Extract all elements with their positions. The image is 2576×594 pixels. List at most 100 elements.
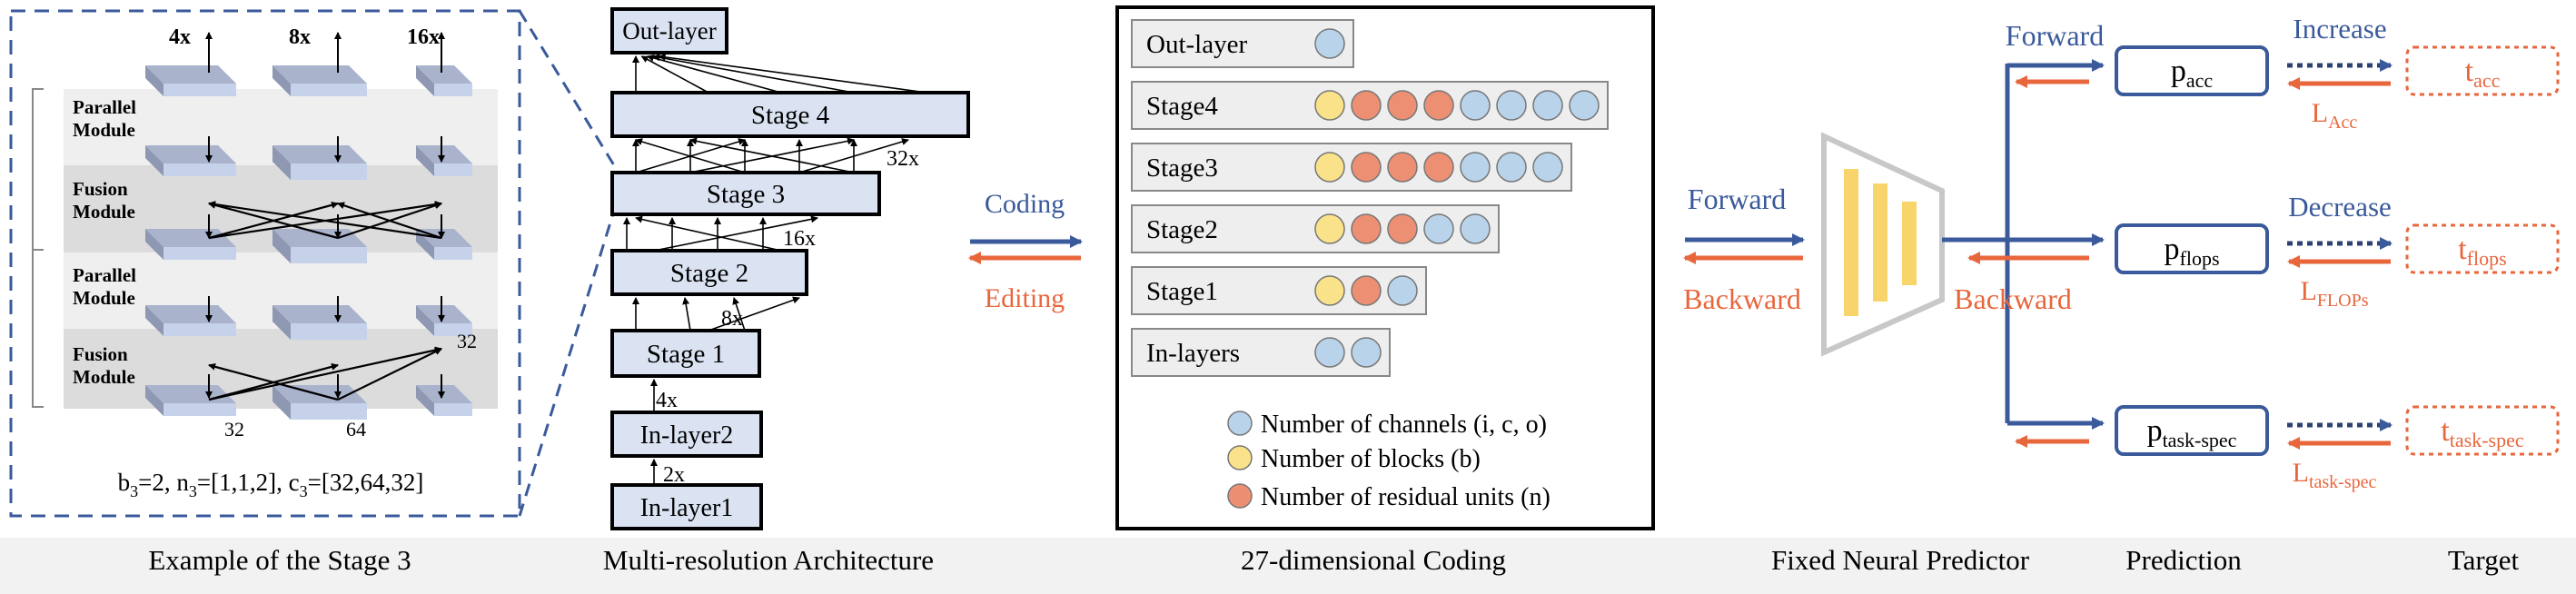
coding-row-label: Out-layer — [1146, 30, 1247, 59]
fusion-arrow — [208, 201, 442, 240]
stage3-dashed-border — [9, 9, 521, 518]
predictor-bar-2 — [1873, 183, 1887, 302]
coding-row: In-layers — [1131, 328, 1391, 377]
zoom-line-bottom — [518, 210, 616, 517]
fusion-arrow — [208, 201, 339, 240]
red-coding-dot — [1351, 213, 1382, 244]
in-layer2-label: In-layer2 — [640, 421, 734, 450]
arch-arrow — [653, 215, 818, 252]
res-label-16x: 16x — [407, 25, 440, 49]
blue-coding-dot — [1387, 275, 1418, 306]
feature-block — [272, 145, 367, 180]
coding-row: Stage4 — [1131, 81, 1609, 130]
stage3-example: 4x 8x 16x Parallel Module Fusion Module … — [9, 9, 616, 518]
forward-label: Forward — [1688, 183, 1786, 215]
legend-text: Number of residual units (n) — [1261, 483, 1551, 511]
in-layer1-label: In-layer1 — [640, 494, 734, 522]
arch-arrow — [798, 138, 909, 173]
stage2-box — [610, 249, 808, 296]
arch-arrow — [682, 297, 691, 332]
arch-arrow — [708, 296, 800, 332]
res-label-8x: 8x — [289, 25, 311, 49]
coding-row-label: Stage2 — [1146, 215, 1218, 244]
module-label-fusion-1b: Module — [73, 201, 135, 223]
red-coding-dot — [1387, 152, 1418, 183]
blue-coding-dot — [1569, 90, 1600, 121]
legend-text: Number of blocks (b) — [1261, 445, 1481, 473]
predictor-bar-1 — [1844, 169, 1858, 316]
arch-arrow — [640, 55, 709, 94]
target-box — [2405, 45, 2560, 96]
channel-label-32b: 32 — [457, 330, 477, 352]
red-legend-dot — [1227, 483, 1253, 509]
yellow-legend-dot — [1227, 445, 1253, 470]
coding-row-box — [1131, 328, 1391, 377]
stage3-formula: b3=2, n3=[1,1,2], c3=[32,64,32] — [118, 469, 424, 500]
yellow-coding-dot — [1314, 152, 1345, 183]
coding-row: Stage2 — [1131, 204, 1500, 253]
blue-coding-dot — [1532, 152, 1563, 183]
blue-coding-dot — [1460, 90, 1491, 121]
feature-block — [145, 305, 236, 336]
blue-coding-dot — [1314, 337, 1345, 368]
legend-text: Number of channels (i, c, o) — [1261, 411, 1547, 439]
coding-row: Out-layer — [1131, 19, 1354, 68]
scale-label-8x: 8x — [721, 307, 743, 331]
feature-block — [272, 65, 367, 96]
backward-label: Backward — [1683, 282, 1801, 315]
zoom-line-top — [518, 10, 616, 166]
yellow-coding-dot — [1314, 213, 1345, 244]
coding-editing-arrows: Coding Editing — [968, 189, 1083, 313]
stage4-label: Stage 4 — [751, 101, 830, 130]
feature-block — [145, 385, 236, 416]
feature-block — [272, 305, 367, 340]
coding-row: Stage1 — [1131, 266, 1427, 315]
hint-label: Decrease — [2288, 191, 2392, 223]
caption-prediction: Prediction — [2125, 544, 2242, 576]
module-label-parallel-2a: Parallel — [73, 264, 136, 286]
blue-coding-dot — [1460, 213, 1491, 244]
module-bracket — [32, 88, 44, 408]
out-layer-label: Out-layer — [622, 17, 716, 45]
red-coding-dot — [1351, 90, 1382, 121]
caption-target: Target — [2448, 544, 2520, 576]
predictor-bar-3 — [1902, 202, 1917, 285]
feature-block — [272, 385, 367, 420]
module-label-parallel-1a: Parallel — [73, 96, 136, 118]
coding-rows: Out-layerStage4Stage3Stage2Stage1In-laye… — [1131, 19, 1609, 377]
red-coding-dot — [1387, 213, 1418, 244]
target-box — [2405, 223, 2560, 274]
coding-row-label: Stage4 — [1146, 92, 1218, 121]
in-layer2-box — [610, 411, 763, 458]
target-box — [2405, 405, 2560, 456]
feature-block — [145, 65, 236, 96]
arch-arrow — [652, 54, 855, 94]
blue-coding-dot — [1351, 337, 1382, 368]
blue-legend-dot — [1227, 411, 1253, 436]
caption-coding: 27-dimensional Coding — [1241, 544, 1506, 576]
module-label-fusion-2b: Module — [73, 366, 135, 388]
coding-legend: Number of channels (i, c, o) Number of bl… — [1227, 411, 1551, 511]
scale-label-32x: 32x — [887, 147, 919, 171]
prediction-label: ptask-spec — [2147, 414, 2237, 451]
feature-block — [272, 229, 367, 263]
coding-row-label: Stage3 — [1146, 153, 1218, 183]
fusion-arrow — [208, 362, 339, 401]
coding-row-label: In-layers — [1146, 339, 1240, 368]
module-label-parallel-1b: Module — [73, 119, 135, 141]
feature-block — [145, 145, 236, 176]
arch-arrows — [623, 53, 927, 485]
caption-stage3: Example of the Stage 3 — [148, 544, 411, 576]
caption-strip — [0, 538, 2576, 594]
architecture: Out-layer Stage 4 Stage 3 Stage 2 Stage … — [610, 7, 970, 530]
channel-label-32a: 32 — [224, 418, 244, 441]
arch-arrow — [646, 54, 782, 94]
blue-coding-dot — [1496, 152, 1527, 183]
target-label: tacc — [2465, 54, 2501, 92]
loss-label: LFLOPs — [2300, 276, 2368, 311]
scale-label-16x: 16x — [783, 227, 816, 251]
fusion-arrow — [337, 348, 442, 401]
